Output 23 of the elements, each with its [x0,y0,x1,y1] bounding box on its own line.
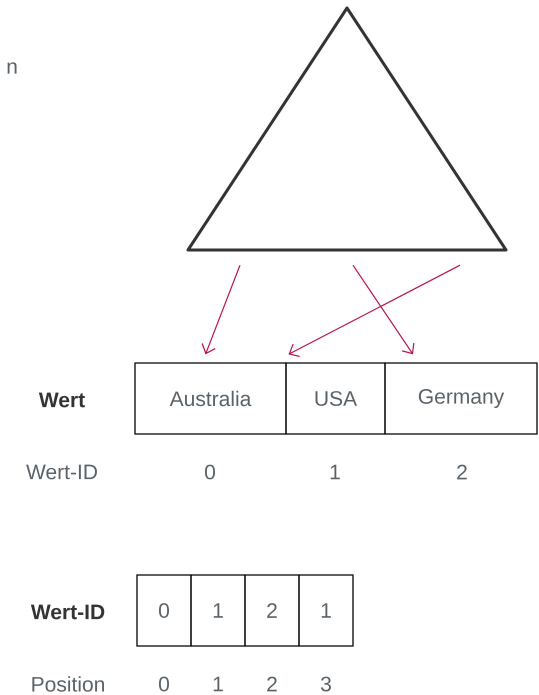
table-cell: Australia [134,362,287,435]
row-label: Position [32,676,104,692]
triangle [186,6,508,252]
table-cell: 1 [298,574,354,647]
arrow [352,264,414,354]
id-number: 1 [330,464,340,480]
position-number: 1 [214,676,223,692]
text-fragment: n [8,62,17,74]
row-label: Wert-ID [30,604,104,620]
position-number: 3 [320,676,331,692]
row-label: Wert-ID [26,464,97,480]
table-cell: Germany [384,362,538,435]
table-cell: 2 [244,574,300,647]
position-number: 2 [267,676,277,692]
position-number: 0 [158,676,170,692]
table-cell: 1 [190,574,246,647]
arrow [202,264,241,354]
table-cell: 0 [136,574,192,647]
id-number: 2 [457,464,467,480]
row-label: Wert [38,392,85,408]
table-cell: USA [285,362,386,435]
arrow [288,264,460,358]
id-number: 0 [204,464,216,480]
